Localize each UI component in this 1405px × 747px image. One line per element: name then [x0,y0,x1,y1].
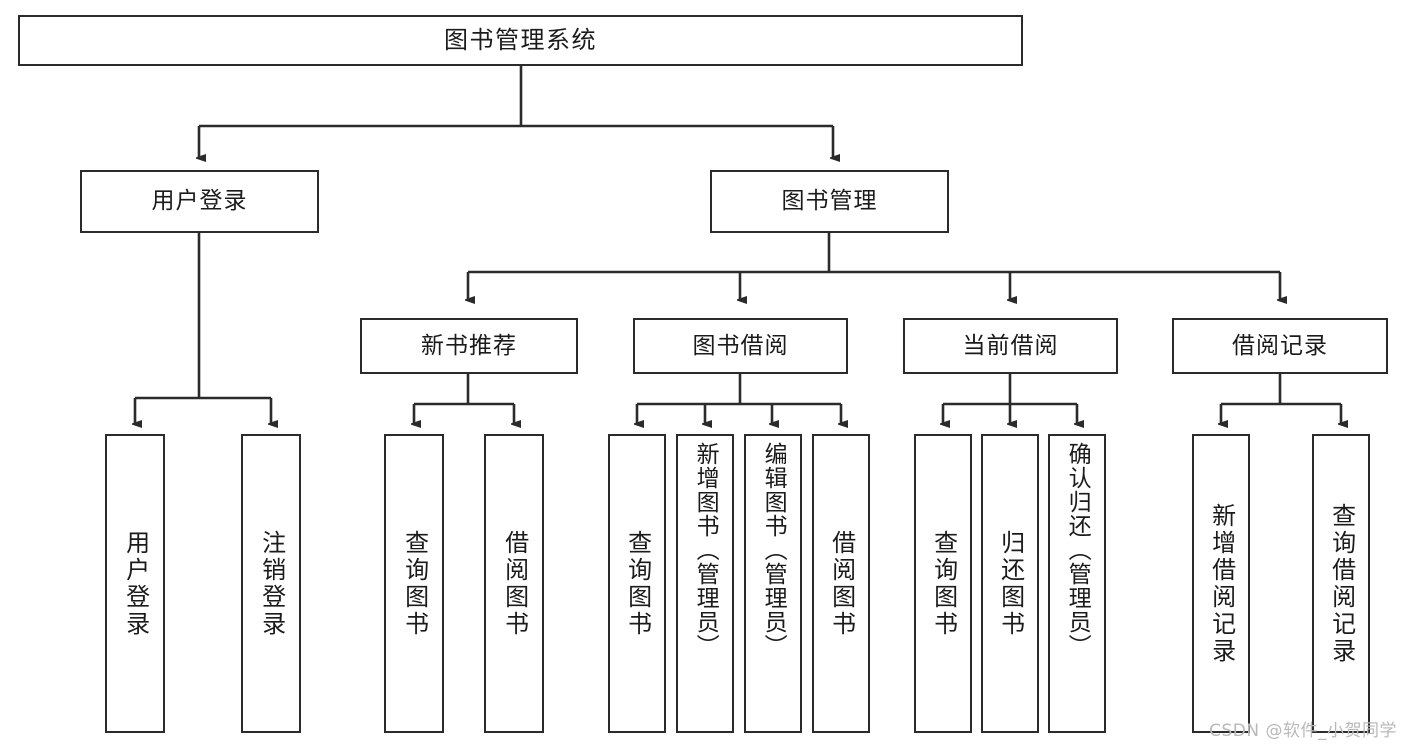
node-book-management[interactable]: 图书管理 [710,170,949,233]
node-user-login[interactable]: 用户登录 [80,170,319,233]
node-borrow-record[interactable]: 借阅记录 [1172,318,1388,374]
node-label: 用户登录 [151,188,248,215]
leaf-confirm-return-admin[interactable]: 确认归还（管理员） [1048,434,1106,733]
leaf-user-login[interactable]: 用户登录 [105,434,165,733]
leaf-add-borrow-record[interactable]: 新增借阅记录 [1192,434,1250,733]
node-label: 注销登录 [257,529,286,638]
node-label: 查询图书 [929,529,958,638]
node-root-system[interactable]: 图书管理系统 [18,15,1023,66]
node-label: 借阅图书 [500,529,529,638]
leaf-query-book-current[interactable]: 查询图书 [914,434,972,733]
leaf-borrow-book-new[interactable]: 借阅图书 [484,434,544,733]
node-label: 借阅图书 [827,529,856,638]
leaf-logout[interactable]: 注销登录 [241,434,301,733]
leaf-edit-book-admin[interactable]: 编辑图书（管理员） [744,434,802,733]
node-label: 编辑图书（管理员） [760,442,787,658]
node-label: 查询图书 [400,529,429,638]
node-label: 查询图书 [623,529,652,638]
leaf-query-book-new[interactable]: 查询图书 [384,434,444,733]
node-label: 图书管理 [781,188,878,215]
node-label: 确认归还（管理员） [1064,442,1091,658]
watermark: CSDN @软件_小贺同学 [1209,721,1397,741]
node-label: 图书管理系统 [444,25,597,54]
leaf-add-book-admin[interactable]: 新增图书（管理员） [676,434,734,733]
node-new-book-recommend[interactable]: 新书推荐 [360,318,578,374]
node-label: 用户登录 [121,529,150,638]
node-label: 借阅记录 [1232,332,1328,359]
node-label: 图书借阅 [692,332,789,359]
leaf-borrow-book[interactable]: 借阅图书 [812,434,870,733]
node-label: 归还图书 [996,529,1025,638]
node-book-borrow[interactable]: 图书借阅 [633,318,848,374]
node-current-borrow[interactable]: 当前借阅 [903,318,1118,374]
node-label: 新书推荐 [421,332,517,359]
node-label: 当前借阅 [962,332,1059,359]
leaf-query-borrow-record[interactable]: 查询借阅记录 [1312,434,1370,733]
node-label: 新增借阅记录 [1207,502,1236,665]
leaf-return-book[interactable]: 归还图书 [981,434,1039,733]
node-label: 查询借阅记录 [1327,502,1356,665]
node-label: 新增图书（管理员） [692,442,719,658]
leaf-query-book-borrow[interactable]: 查询图书 [608,434,666,733]
